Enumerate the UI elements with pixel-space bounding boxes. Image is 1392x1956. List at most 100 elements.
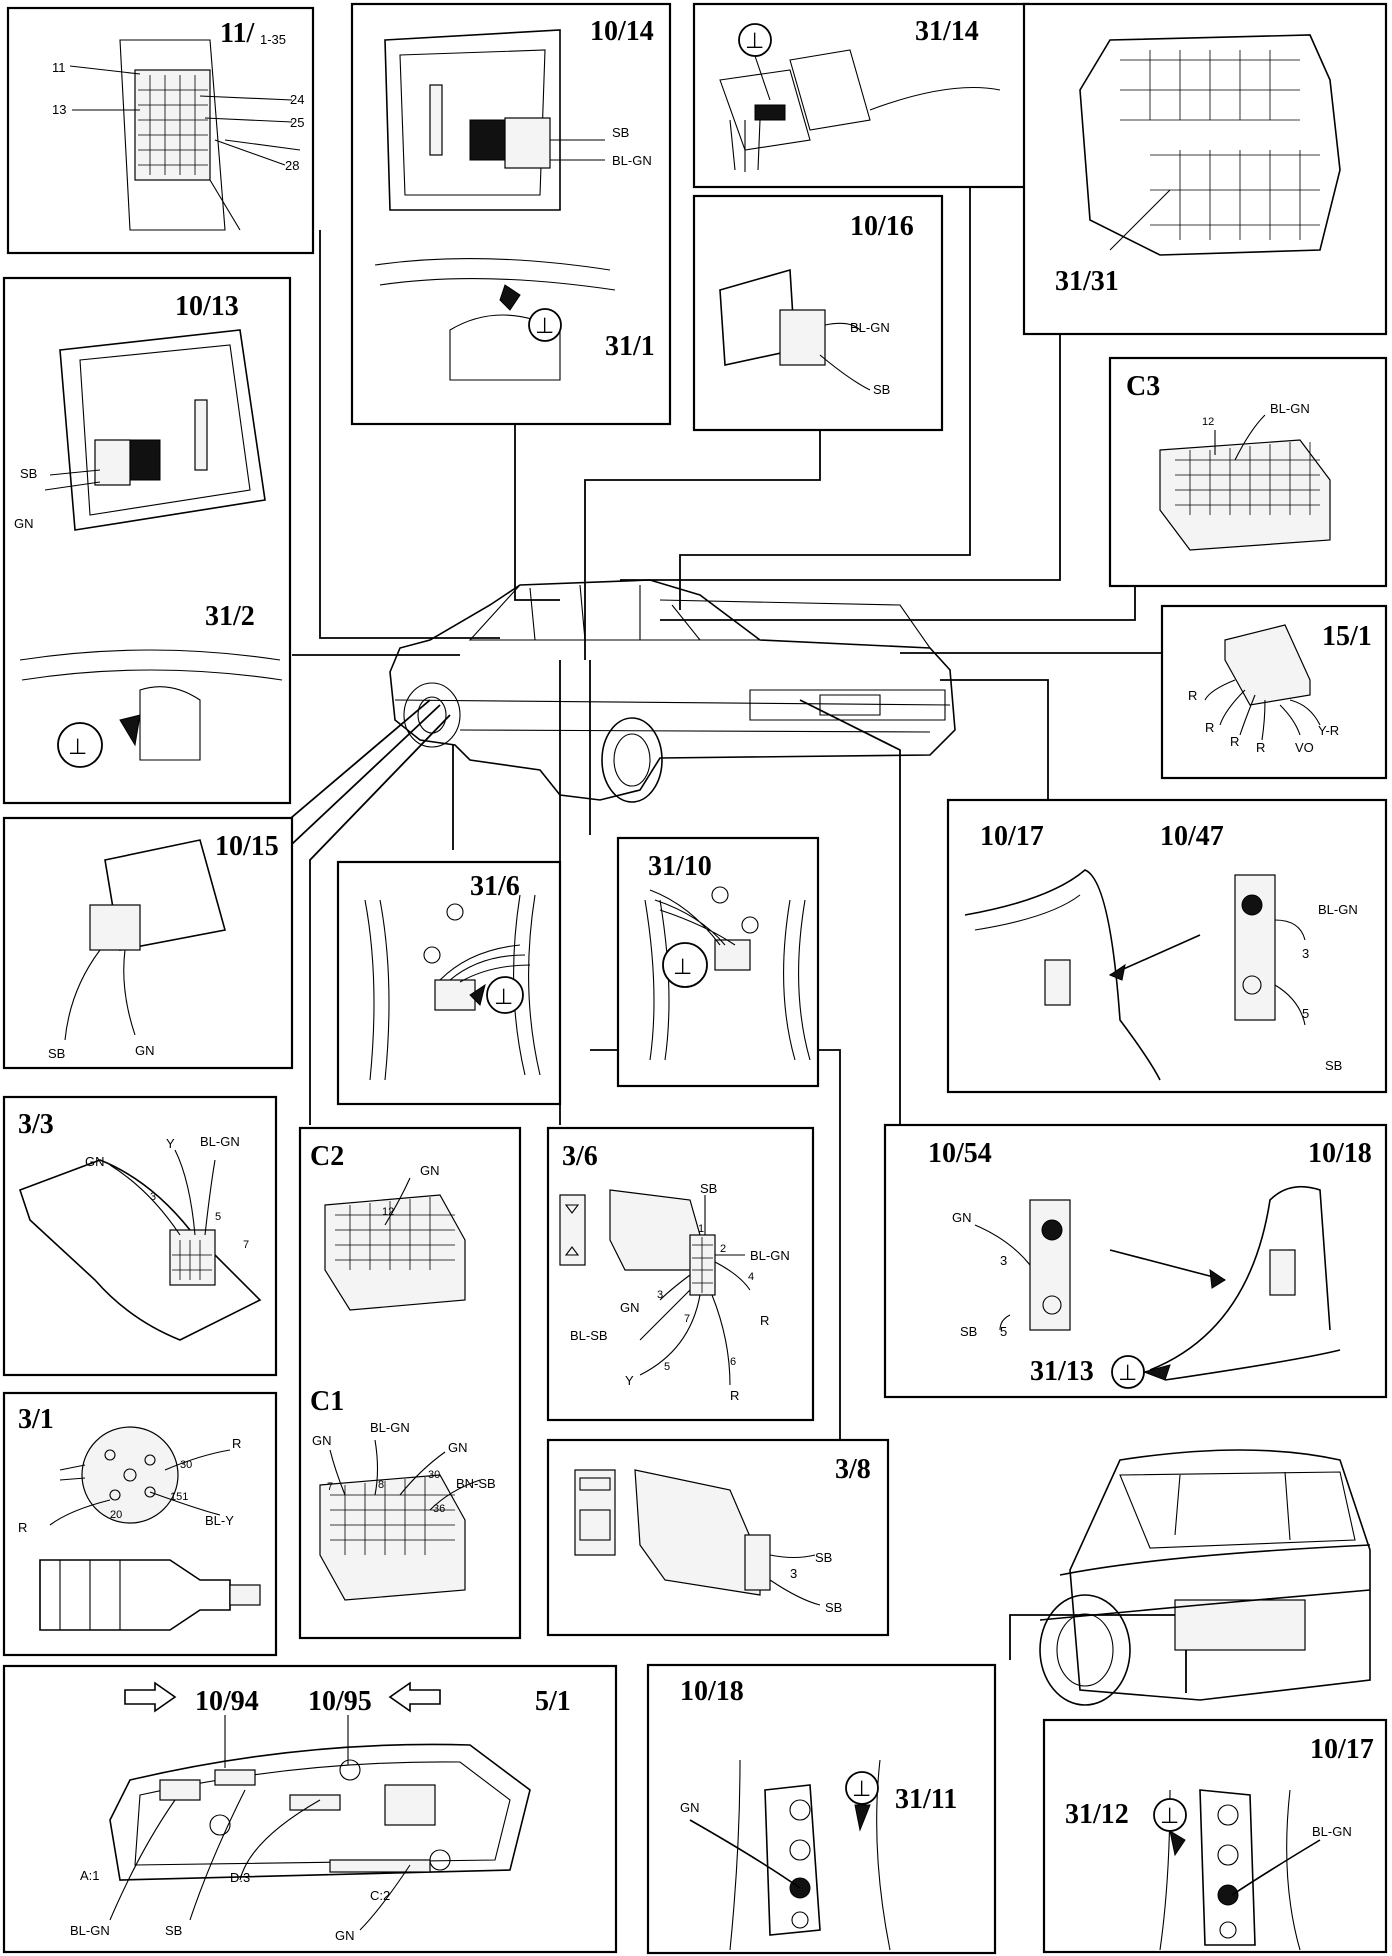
wagon-rear-illustration	[1039, 1449, 1371, 1706]
panel-3-6-title: 3/6	[562, 1141, 598, 1172]
pin-label-3: 3	[150, 1191, 156, 1203]
fuse-label-28: 28	[285, 158, 299, 173]
wire-label-bl-sb: BL-SB	[570, 1328, 608, 1343]
fuse-label-24: 24	[290, 92, 304, 107]
wire-label-sb: SB	[815, 1550, 832, 1565]
panel-31-13-title: 31/13	[1030, 1356, 1094, 1387]
wire-label-bl-gn: BL-GN	[370, 1420, 410, 1435]
pin-label-5: 5	[1000, 1324, 1007, 1339]
wire-label-r: R	[1188, 688, 1197, 703]
wire-label-gn: GN	[448, 1440, 468, 1455]
pin-label-3: 3	[1000, 1253, 1007, 1268]
panel-3-8: 3/8 SB 3 SB	[546, 1438, 890, 1637]
ground-symbol: ⊥	[852, 1777, 871, 1802]
pin-label-1: 1	[698, 1223, 704, 1235]
pin-label-2: 2	[720, 1243, 726, 1255]
wire-label-r: R	[1230, 734, 1239, 749]
panel-10-47-title: 10/47	[1160, 821, 1224, 852]
panel-3-3-title: 3/3	[18, 1109, 54, 1140]
wire-label-gn: GN	[135, 1043, 155, 1058]
panel-3-8-title: 3/8	[835, 1454, 871, 1485]
panel-31-31-title: 31/31	[1055, 266, 1119, 297]
wire-label-r: R	[730, 1388, 739, 1403]
panel-10-16-title: 10/16	[850, 211, 914, 242]
wire-label-gn: GN	[420, 1163, 440, 1178]
wire-label-gn: GN	[312, 1433, 332, 1448]
panel-10-15: 10/15 SB GN	[2, 816, 294, 1070]
panel-11-fusebox: 11/ 1-35 11 13 24 25 28	[6, 6, 315, 255]
wire-label-sb: SB	[873, 382, 890, 397]
panel-10-15-title: 10/15	[215, 831, 279, 862]
pin-label-3: 3	[657, 1289, 663, 1301]
wire-label-y-r: Y-R	[1318, 723, 1339, 738]
wire-label-sb: SB	[165, 1923, 182, 1938]
pin-label-d3: D:3	[230, 1870, 250, 1885]
wire-label-sb: SB	[825, 1600, 842, 1615]
panel-5-1: 10/94 10/95 5/1 A:1 D:3 C:2 BL-GN SB GN	[2, 1664, 618, 1954]
wire-label-sb: SB	[20, 466, 37, 481]
wire-label-y: Y	[166, 1136, 175, 1151]
panel-31-2-title: 31/2	[205, 601, 255, 632]
wire-label-r: R	[18, 1520, 27, 1535]
panel-10-17-bottom: ⊥ 10/17 31/12 BL-GN	[1042, 1718, 1388, 1954]
pin-label-20: 20	[110, 1509, 122, 1521]
connector-10-94-title: 10/94	[195, 1686, 259, 1717]
wire-label-gn: GN	[680, 1800, 700, 1815]
pin-label-36: 36	[433, 1503, 445, 1515]
wire-label-gn: GN	[335, 1928, 355, 1943]
ground-symbol: ⊥	[1160, 1804, 1179, 1829]
panel-31-14: ⊥ 31/14	[692, 2, 1031, 189]
fuse-label-25: 25	[290, 115, 304, 130]
wire-label-gn: GN	[14, 516, 34, 531]
panel-3-6: 3/6 SB 1 2 BL-GN 4 GN 3 R BL-SB 7 5 Y 6 …	[546, 1126, 815, 1422]
wire-label-gn: GN	[620, 1300, 640, 1315]
panel-10-17-title: 10/17	[1310, 1734, 1374, 1765]
panel-10-54-title: 10/54	[928, 1138, 992, 1169]
ground-symbol: ⊥	[673, 955, 692, 980]
pin-label-30: 30	[180, 1459, 192, 1471]
panel-10-18-bottom: ⊥ 10/18 31/11 GN	[646, 1663, 997, 1955]
wire-label-r: R	[232, 1436, 241, 1451]
ground-symbol: ⊥	[745, 29, 764, 54]
wire-label-bl-gn: BL-GN	[750, 1248, 790, 1263]
wire-label-bl-gn: BL-GN	[1270, 401, 1310, 416]
wire-label-r: R	[1256, 740, 1265, 755]
panel-c3-title: C3	[1126, 371, 1160, 402]
pin-label-30: 30	[428, 1469, 440, 1481]
panel-10-18-title: 10/18	[1308, 1138, 1372, 1169]
panel-31-1-title: 31/1	[605, 331, 655, 362]
panel-31-14-title: 31/14	[915, 16, 979, 47]
panel-10-14-title: 10/14	[590, 16, 654, 47]
ground-symbol: ⊥	[494, 985, 513, 1010]
panel-10-17-top: 10/17 10/47 BL-GN 3 5 SB	[946, 798, 1388, 1094]
panel-5-1-title: 5/1	[535, 1686, 571, 1717]
pin-label-7: 7	[684, 1313, 690, 1325]
panel-c2-title: C2	[310, 1141, 344, 1172]
wire-label-r: R	[1205, 720, 1214, 735]
wire-label-sb: SB	[48, 1046, 65, 1061]
wire-label-gn: GN	[85, 1154, 105, 1169]
panel-3-1: 3/1 30 R R 151 20 BL-Y	[2, 1391, 278, 1657]
wire-label-y: Y	[625, 1373, 634, 1388]
panel-3-3: 3/3 GN Y BL-GN 3 5 7	[2, 1095, 278, 1377]
panel-10-17-title: 10/17	[980, 821, 1044, 852]
panel-10-18-title: 10/18	[680, 1676, 744, 1707]
pin-label-12: 12	[1202, 416, 1214, 428]
panel-10-54: ⊥ 10/54 10/18 31/13 GN 3 SB 5	[883, 1123, 1388, 1399]
panel-c3: C3 12 BL-GN	[1108, 356, 1388, 588]
panel-31-31: 31/31	[1022, 2, 1388, 336]
pin-label-3: 3	[1302, 946, 1309, 961]
pin-label-c2: C:2	[370, 1888, 390, 1903]
wire-label-bl-gn: BL-GN	[1318, 902, 1358, 917]
fuse-label-13: 13	[52, 102, 66, 117]
wire-label-gn: GN	[952, 1210, 972, 1225]
ground-symbol: ⊥	[535, 314, 554, 339]
wire-label-r: R	[760, 1313, 769, 1328]
wire-label-bn-sb: BN-SB	[456, 1476, 496, 1491]
panel-11-subtitle: 1-35	[260, 32, 286, 47]
pin-label-6: 6	[730, 1356, 736, 1368]
panel-c2-c1: C2 C1 GN 12 GN BL-GN GN 7 8 30 BN-SB 36	[298, 1126, 522, 1640]
wire-label-sb: SB	[612, 125, 629, 140]
wire-label-bl-y: BL-Y	[205, 1513, 234, 1528]
